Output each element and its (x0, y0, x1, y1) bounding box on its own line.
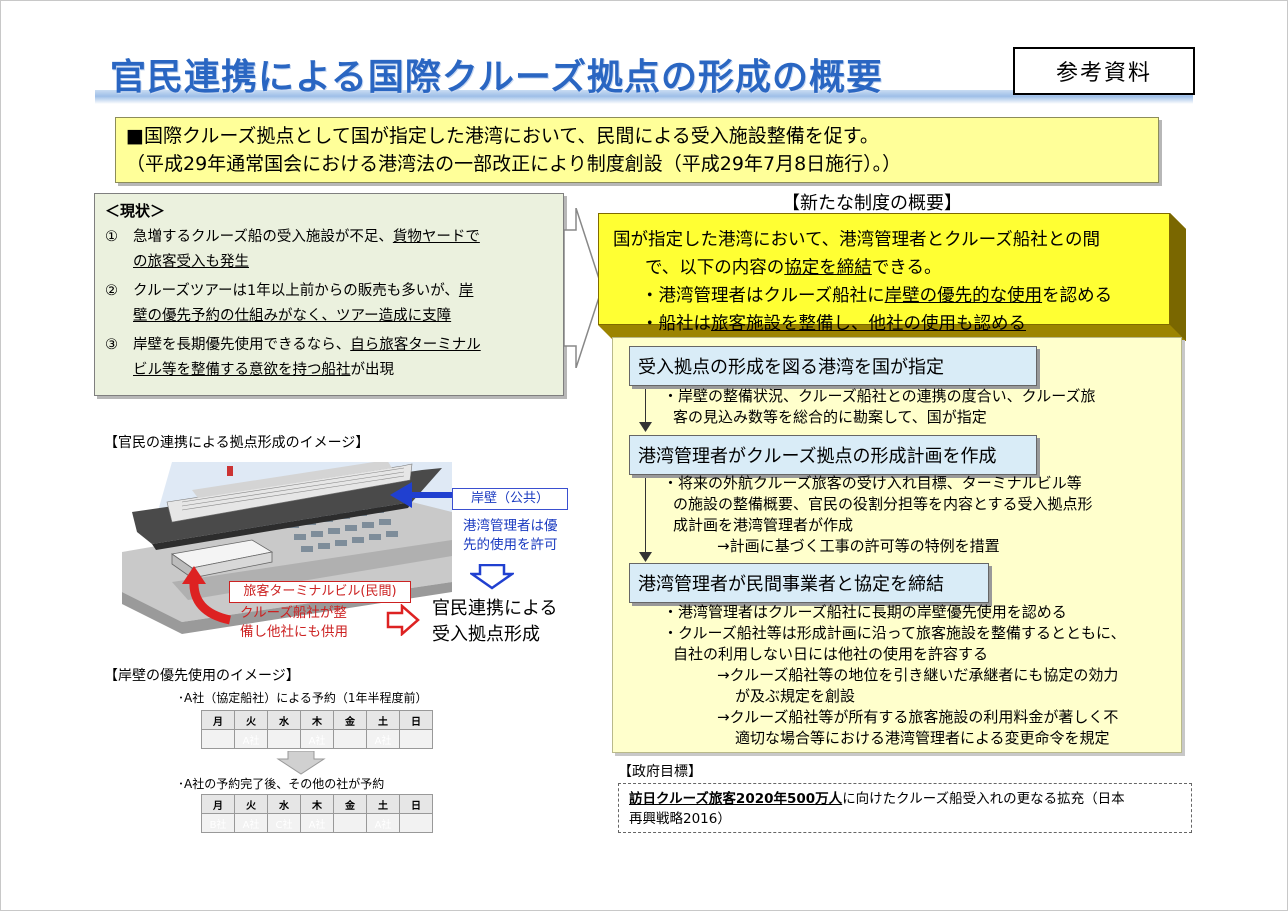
summary-line-1: ■国際クルーズ拠点として国が指定した港湾において、民間による受入施設整備を促す。 (126, 125, 879, 147)
page-title: 官民連携による国際クルーズ拠点の形成の概要 (110, 57, 884, 98)
current-heading: ＜現状＞ (105, 202, 166, 220)
new-system-line-2: で、以下の内容の協定を締結できる。 (645, 258, 942, 278)
step-1-text: ・岸壁の整備状況、クルーズ船社との連携の度合い、クルーズ旅 客の見込み数等を総合… (663, 387, 1096, 426)
image-caption: 【官民の連携による拠点形成のイメージ】 (104, 435, 370, 451)
step-1-title: 受入拠点の形成を図る港湾を国が指定 (629, 346, 1037, 386)
step-3-title: 港湾管理者が民間事業者と協定を締結 (629, 563, 989, 603)
goal-box: 訪日クルーズ旅客2020年500万人に向けたクルーズ船受入れの更なる拡充（日本 … (618, 783, 1192, 833)
calendar-sub-1: ･A社（協定船社）による予約（1年半程度前） (178, 691, 428, 705)
new-system-heading: 【新たな制度の概要】 (782, 193, 962, 214)
bevel-shadow (598, 213, 1186, 341)
new-system-box: 国が指定した港湾において、港湾管理者とクルーズ船社との間 で、以下の内容の協定を… (598, 213, 1188, 341)
terminal-callout: 旅客ターミナルビル(民間) (229, 581, 411, 603)
terminal-note: クルーズ船社が整 備し他社にも供用 (240, 605, 348, 640)
new-system-line-4: ・船社は旅客施設を整備し、他社の使用も認める (641, 314, 1026, 334)
current-item-3: ③ 岸壁を長期優先使用できるなら、自ら旅客ターミナルビル等を整備する意欲を持つ船… (105, 337, 481, 378)
reference-material-label: 参考資料 (1013, 47, 1195, 95)
calendar-sub-2: ･A社の予約完了後、その他の社が予約 (178, 777, 385, 791)
current-item-2: ② クルーズツアーは1年以上前からの販売も多いが、岸壁の優先予約の仕組みがなく、… (105, 283, 474, 324)
calendar-caption: 【岸壁の優先使用のイメージ】 (104, 668, 300, 684)
down-arrow-icon (639, 552, 652, 562)
step-3-text: ・港湾管理者はクルーズ船社に長期の岸壁優先使用を認める ・クルーズ船社等は形成計… (663, 603, 1126, 747)
flow-connector-2 (645, 472, 646, 560)
step-2-text: ・将来の外航クルーズ旅客の受け入れ目標、ターミナルビル等 の施設の整備概要、官民… (663, 474, 1093, 555)
down-arrow-icon (276, 751, 326, 775)
pier-callout: 岸壁（公共） (452, 488, 568, 510)
current-situation-box: ＜現状＞ ① 急増するクルーズ船の受入施設が不足、貨物ヤードでの旅客受入も発生 … (94, 193, 564, 396)
new-system-line-1: 国が指定した港湾において、港湾管理者とクルーズ船社との間 (613, 230, 1101, 250)
step-2-title: 港湾管理者がクルーズ拠点の形成計画を作成 (629, 435, 1037, 475)
title-underline-bar (95, 90, 1193, 104)
flow-panel: 受入拠点の形成を図る港湾を国が指定 ・岸壁の整備状況、クルーズ船社との連携の度合… (612, 337, 1182, 753)
flow-connector-1 (645, 380, 646, 430)
right-arrow-icon (564, 208, 603, 368)
summary-line-2: （平成29年通常国会における港湾法の一部改正により制度創設（平成29年7月8日施… (126, 153, 902, 175)
new-system-line-3: ・港湾管理者はクルーズ船社に岸壁の優先的な使用を認める (641, 286, 1113, 306)
down-arrow-icon (470, 564, 514, 590)
goal-caption: 【政府目標】 (618, 764, 702, 780)
result-label: 官民連携による 受入拠点形成 (432, 598, 558, 645)
down-arrow-icon (639, 422, 652, 432)
pier-note: 港湾管理者は優 先的使用を許可 (463, 518, 558, 553)
right-arrow-icon (386, 604, 420, 636)
summary-box: ■国際クルーズ拠点として国が指定した港湾において、民間による受入施設整備を促す。… (115, 117, 1159, 183)
current-item-1: ① 急増するクルーズ船の受入施設が不足、貨物ヤードでの旅客受入も発生 (105, 229, 480, 270)
